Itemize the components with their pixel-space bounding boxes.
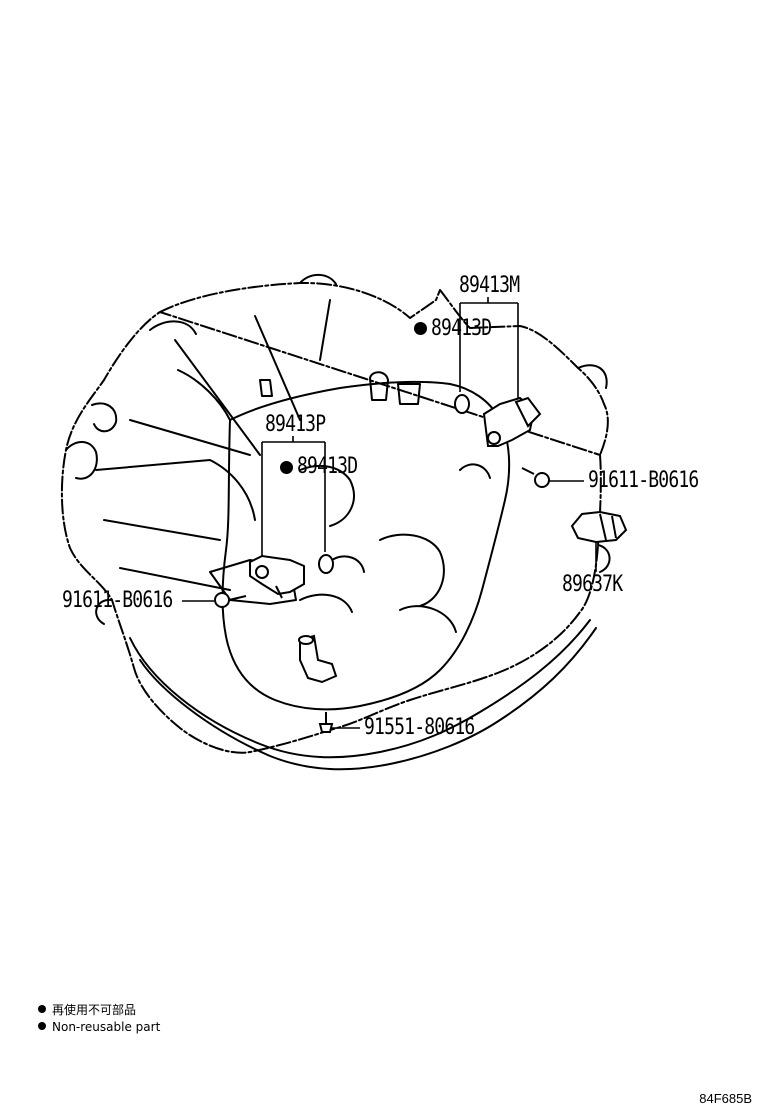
housing-ribs (95, 299, 331, 591)
legend-dot-icon (38, 1022, 46, 1030)
speed-sensor-upper (482, 396, 542, 447)
bolt-right (521, 467, 550, 488)
part-label-89413P: 89413P (265, 412, 326, 437)
part-label-89413D-lower: 89413D (297, 454, 358, 479)
part-label-91551-80616: 91551-80616 (364, 715, 475, 740)
legend-english-text: Non-reusable part (52, 1020, 161, 1034)
speed-sensor-lower (249, 554, 305, 599)
leader-89413M (459, 297, 519, 402)
oil-pan (129, 619, 597, 771)
legend-dot-icon (38, 1005, 46, 1013)
part-label-89413D-upper: 89413D (431, 316, 492, 341)
non-reusable-dot-upper (414, 322, 427, 335)
bolt-left (214, 592, 247, 608)
leader-89413P (261, 436, 326, 560)
legend-japanese: 再使用不可部品 (38, 1004, 136, 1016)
legend-english: Non-reusable part (38, 1021, 160, 1033)
housing-lugs (65, 273, 611, 625)
legend-japanese-text: 再使用不可部品 (52, 1003, 137, 1017)
sensor-bottom (298, 634, 338, 684)
non-reusable-dot-lower (280, 461, 293, 474)
o-ring-lower (318, 554, 334, 574)
pressure-sensor (570, 510, 628, 544)
reference-code: 84F685B (699, 1091, 752, 1106)
o-ring-upper (454, 394, 470, 414)
part-label-91611-B0616-left: 91611-B0616 (62, 588, 173, 613)
case-body (221, 380, 511, 711)
part-label-89637K: 89637K (562, 572, 623, 597)
part-label-91611-B0616-right: 91611-B0616 (588, 468, 699, 493)
case-details (259, 371, 491, 633)
part-label-89413M: 89413M (459, 273, 520, 298)
bolt-bottom (318, 712, 334, 733)
